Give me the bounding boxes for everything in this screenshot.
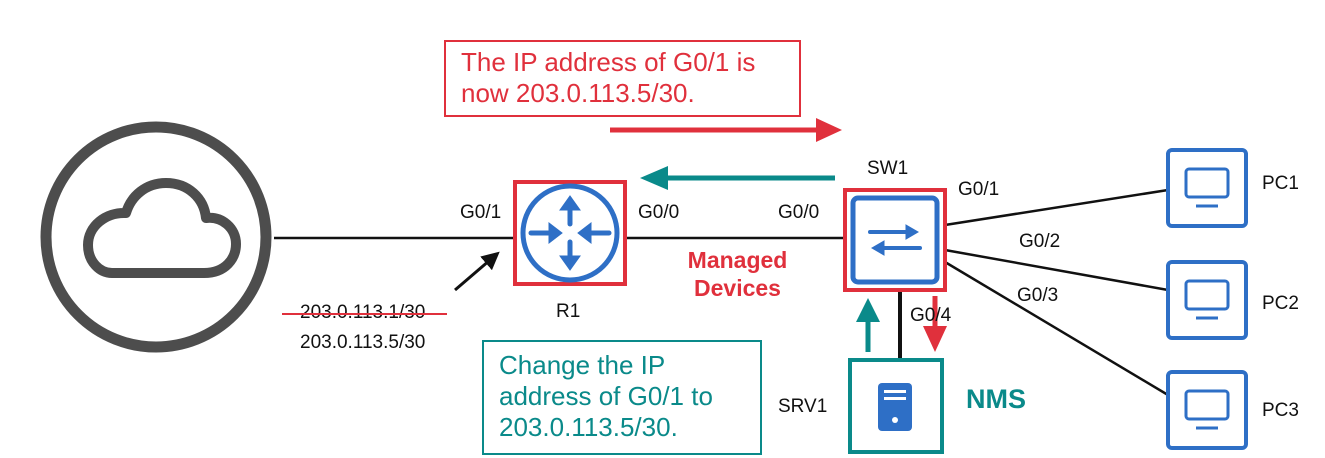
device-label-sw1: SW1	[867, 158, 909, 179]
interface-label: G0/2	[1019, 231, 1061, 252]
new-ip-address: 203.0.113.5/30	[300, 332, 426, 353]
callout-line: The IP address of G0/1 is	[461, 47, 756, 77]
device-label-pc3: PC3	[1262, 400, 1299, 421]
old-ip-address: 203.0.113.1/30	[281, 302, 448, 323]
interface-label: G0/0	[638, 202, 680, 223]
interface-label: G0/1	[460, 202, 502, 223]
teal-arrow-left	[640, 166, 835, 190]
nms-label: NMS	[966, 384, 1026, 414]
link-sw1-pc3	[944, 260, 1169, 397]
callout-line: 203.0.113.5/30.	[499, 412, 678, 442]
red-arrow-down	[923, 296, 947, 352]
teal-arrow-up	[856, 298, 880, 352]
callout-line: Change the IP	[499, 350, 666, 380]
struck-ip: 203.0.113.1/30	[281, 302, 448, 323]
link-sw1-pc2	[944, 248, 1169, 292]
interface-label: G0/4	[910, 305, 952, 326]
cloud-icon	[40, 121, 272, 353]
monitor-icon	[1166, 148, 1248, 228]
switch-icon	[843, 188, 947, 292]
interface-label: G0/3	[1017, 285, 1059, 306]
callout-line: address of G0/1 to	[499, 381, 713, 411]
managed-line: Devices	[694, 275, 781, 301]
interface-label: G0/0	[778, 202, 820, 223]
server-icon	[848, 358, 944, 454]
callout-ip-changed: The IP address of G0/1 is now 203.0.113.…	[444, 40, 801, 117]
router-icon	[513, 180, 627, 286]
callout-change-request: Change the IP address of G0/1 to 203.0.1…	[482, 340, 762, 455]
device-label-srv1: SRV1	[778, 396, 828, 417]
device-label-pc2: PC2	[1262, 293, 1299, 314]
device-label-pc1: PC1	[1262, 173, 1299, 194]
device-label-r1: R1	[556, 301, 581, 322]
managed-devices-label: Managed Devices	[660, 246, 815, 302]
interface-label: G0/1	[958, 179, 1000, 200]
monitor-icon	[1166, 370, 1248, 450]
monitor-icon	[1166, 260, 1248, 340]
managed-line: Managed	[687, 247, 788, 273]
pointer-arrow	[454, 251, 500, 292]
red-arrow-right	[610, 118, 842, 142]
callout-line: now 203.0.113.5/30.	[461, 78, 695, 108]
link-sw1-pc1	[944, 188, 1169, 227]
